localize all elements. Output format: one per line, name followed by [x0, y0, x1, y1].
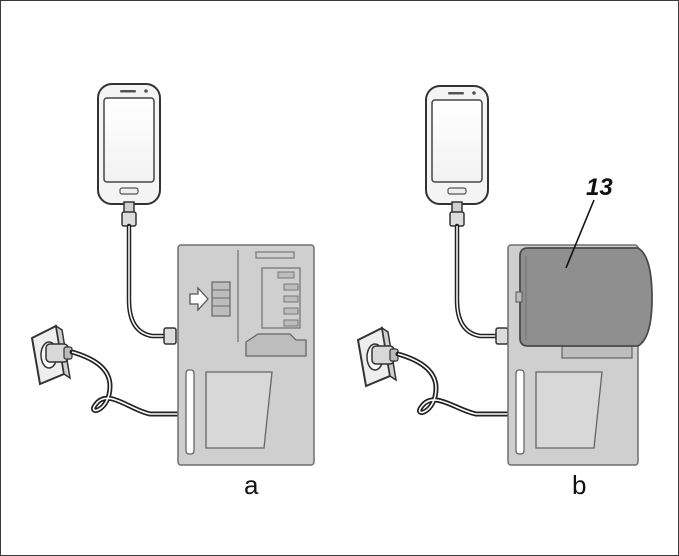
- smartphone-icon: [97, 83, 161, 205]
- panel-a: [30, 83, 315, 466]
- panel-label-b: b: [572, 470, 587, 500]
- charger-device: [177, 244, 315, 466]
- insert-arrow-icon: [189, 286, 209, 312]
- usb-plug-phone: [449, 201, 465, 227]
- callout-leader-line: [565, 199, 595, 269]
- panel-label-a: a: [244, 470, 259, 500]
- panel-b: [356, 85, 653, 466]
- usb-cable: [126, 223, 169, 339]
- battery-pack: [515, 247, 653, 347]
- usb-plug-phone: [121, 201, 137, 227]
- wall-socket-icon: [30, 324, 73, 386]
- power-cable: [395, 351, 515, 417]
- callout-number: 13: [586, 174, 613, 201]
- smartphone-icon: [425, 85, 489, 205]
- usb-cable: [454, 223, 501, 339]
- wall-socket-icon: [356, 326, 399, 388]
